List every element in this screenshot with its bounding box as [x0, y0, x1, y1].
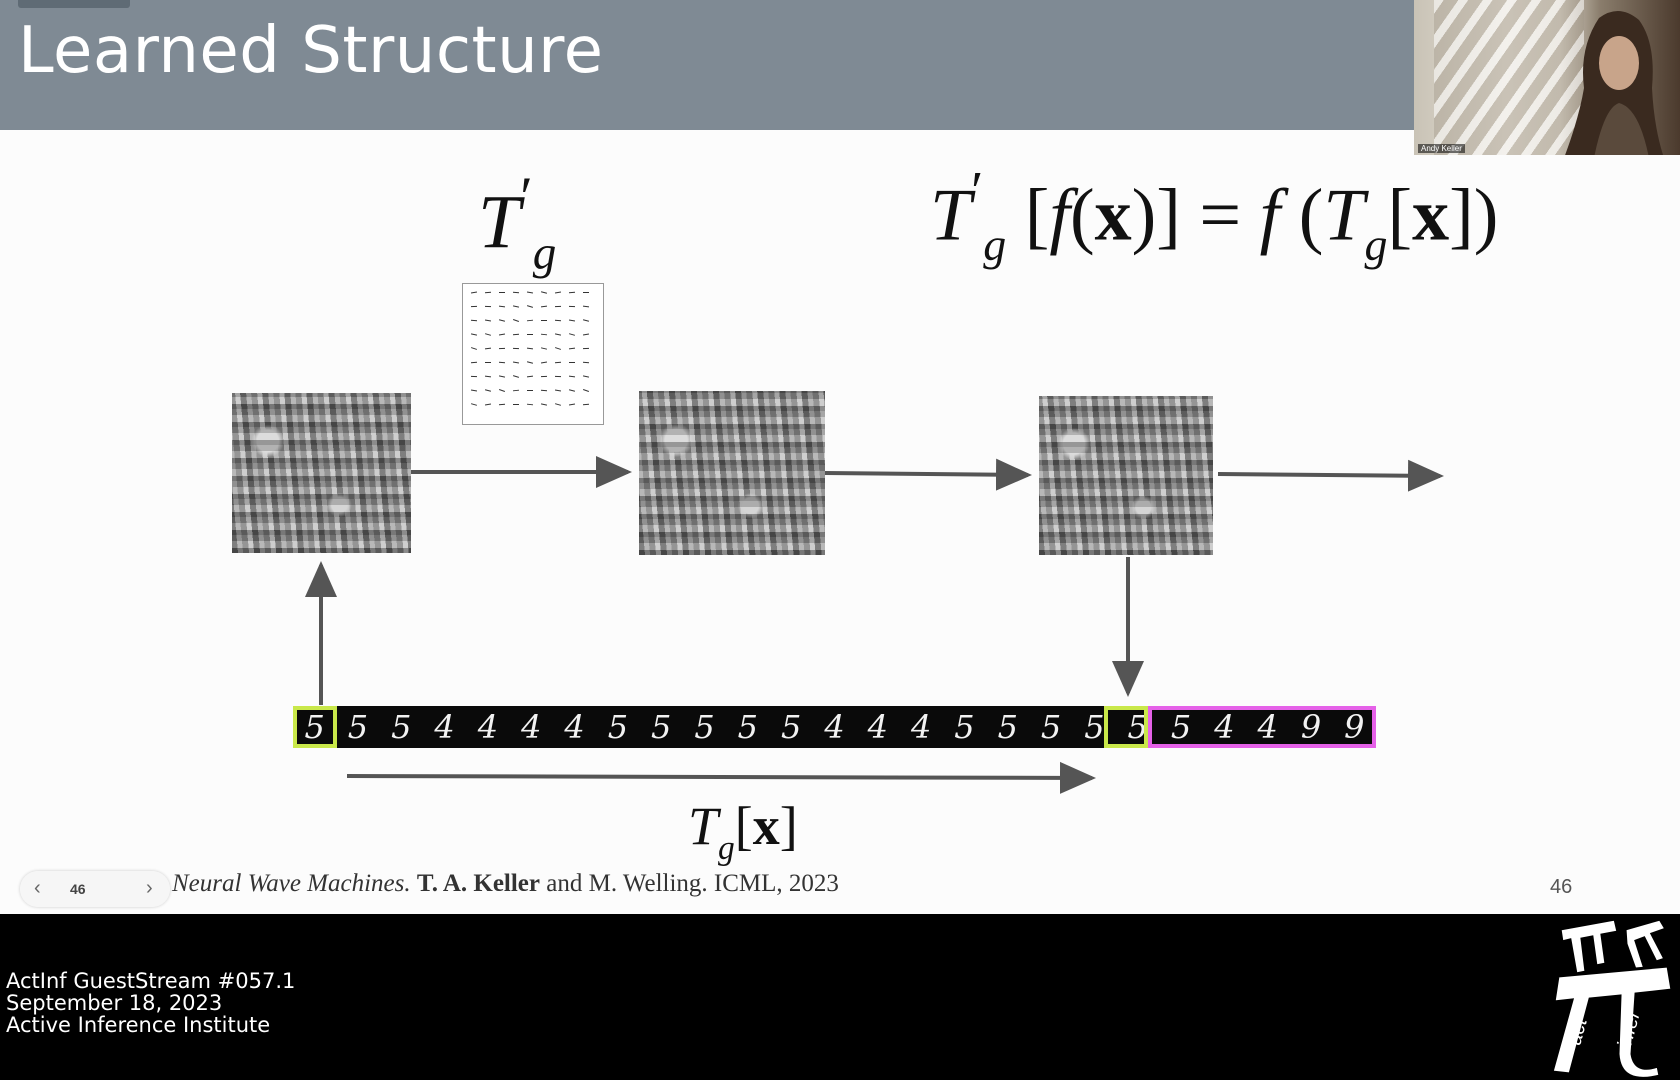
latent-map-3 — [1039, 396, 1213, 555]
digit-frame: 5 — [651, 708, 672, 746]
highlight-first-digit — [293, 706, 337, 748]
digit-frame: 4 — [477, 708, 499, 746]
eq-bracket-open: [ — [1006, 174, 1050, 257]
digit-frame: 4 — [867, 708, 888, 746]
digit-frame: 5 — [347, 708, 369, 746]
webcam-background — [1434, 0, 1584, 155]
tgx-x: x — [752, 796, 780, 856]
eq-sub-g: g — [983, 219, 1007, 271]
highlight-predicted-digits — [1148, 706, 1376, 748]
prev-slide-button[interactable]: ‹ — [34, 877, 41, 899]
eq-T: T — [930, 174, 972, 257]
slide-title: Learned Structure — [18, 14, 604, 88]
slide-nav-control[interactable]: ‹ 46 › — [20, 871, 170, 907]
eq-paren-open: ( — [1069, 174, 1095, 257]
tgx-sub: g — [718, 830, 735, 868]
eq-x2: x — [1412, 174, 1450, 257]
digit-frame: 5 — [780, 708, 802, 746]
tgx-close: ] — [779, 796, 798, 856]
digit-frame: 4 — [564, 708, 585, 746]
digit-frame: 4 — [824, 708, 845, 746]
arrow-map2-map3 — [824, 458, 1032, 491]
digit-frame: 4 — [521, 708, 542, 746]
eq-T2: T — [1323, 174, 1365, 257]
stream-org: Active Inference Institute — [6, 1013, 271, 1037]
transformation-label: Tg[x] — [688, 795, 798, 868]
next-slide-button[interactable]: › — [146, 877, 153, 899]
slide-area: Learned Structure T′g T′g [f(x)] = f (Tg… — [0, 0, 1680, 914]
page-number: 46 — [1550, 876, 1573, 898]
digit-frame: 5 — [1040, 708, 1062, 746]
flow-vector — [499, 292, 505, 293]
digit-frame: 9 — [1344, 708, 1365, 746]
operator-sub: g — [532, 227, 557, 280]
digit-frame: 5 — [304, 708, 325, 746]
digit-frame: 9 — [1300, 708, 1322, 746]
digit-frame: 5 — [1127, 708, 1148, 746]
webcam-feed: Andy Keller — [1414, 0, 1680, 155]
eq-f2: f — [1259, 174, 1281, 257]
flow-vector — [485, 362, 491, 363]
citation-rest: and M. Welling. ICML, 2023 — [540, 870, 839, 897]
digit-frame: 5 — [1170, 708, 1192, 746]
tgx-open: [ — [734, 796, 753, 856]
eq-close: ]) — [1449, 174, 1499, 257]
citation-author: T. A. Keller — [416, 870, 540, 897]
digit-frame: 5 — [1084, 708, 1105, 746]
digit-frame: 4 — [1214, 708, 1235, 746]
slide-header: Learned Structure — [0, 0, 1680, 130]
webcam-name-tag: Andy Keller — [1418, 144, 1465, 153]
digit-frame: 4 — [434, 708, 455, 746]
tgx-T: T — [688, 796, 719, 856]
eq-paren-close: ) — [1131, 174, 1157, 257]
header-tab — [18, 0, 130, 8]
operator-label: T′g — [478, 165, 556, 281]
stream-title: ActInf GuestStream #057.1 — [6, 969, 296, 993]
arrow-time — [346, 761, 1096, 794]
flow-vector — [583, 292, 589, 293]
eq-sub-g2: g — [1364, 219, 1388, 271]
operator-T: T — [478, 180, 521, 265]
digit-frame: 4 — [1257, 708, 1278, 746]
flow-field-plot — [462, 283, 604, 425]
speaker-video — [1565, 11, 1664, 155]
stream-info: ActInf GuestStream #057.1 September 18, … — [6, 970, 295, 1036]
flow-vector — [569, 362, 575, 363]
equivariance-equation: T′g [f(x)] = f (Tg[x]) — [930, 160, 1498, 271]
citation: Neural Wave Machines. T. A. Keller and M… — [172, 870, 839, 898]
operator-prime: ′ — [520, 166, 533, 229]
eq-f: f — [1049, 174, 1070, 257]
eq-prime: ′ — [971, 161, 984, 222]
citation-title: Neural Wave Machines. — [172, 870, 411, 897]
logo-serve: serve — [1608, 969, 1657, 991]
digit-frame: 5 — [997, 708, 1018, 746]
eq-br2-open: [ — [1387, 174, 1413, 257]
active-inference-logo: serve act infer — [1550, 917, 1674, 1080]
eq-equals: ] = — [1156, 174, 1260, 257]
digit-frame: 5 — [954, 708, 975, 746]
diagram-arrows — [305, 456, 1444, 794]
eq-x: x — [1094, 174, 1132, 257]
digit-frame: 5 — [694, 708, 715, 746]
highlight-match-digit — [1104, 706, 1148, 748]
latent-map-2 — [639, 391, 825, 555]
digit-frame: 5 — [607, 708, 629, 746]
arrow-map3-out — [1217, 459, 1444, 492]
eq-big-paren: ( — [1280, 174, 1324, 257]
digit-frame: 5 — [737, 708, 759, 746]
nav-page-number: 46 — [70, 881, 86, 897]
stream-date: September 18, 2023 — [6, 991, 223, 1015]
latent-map-1 — [232, 393, 411, 553]
digit-frame: 4 — [910, 708, 932, 746]
digit-frame: 5 — [391, 708, 412, 746]
